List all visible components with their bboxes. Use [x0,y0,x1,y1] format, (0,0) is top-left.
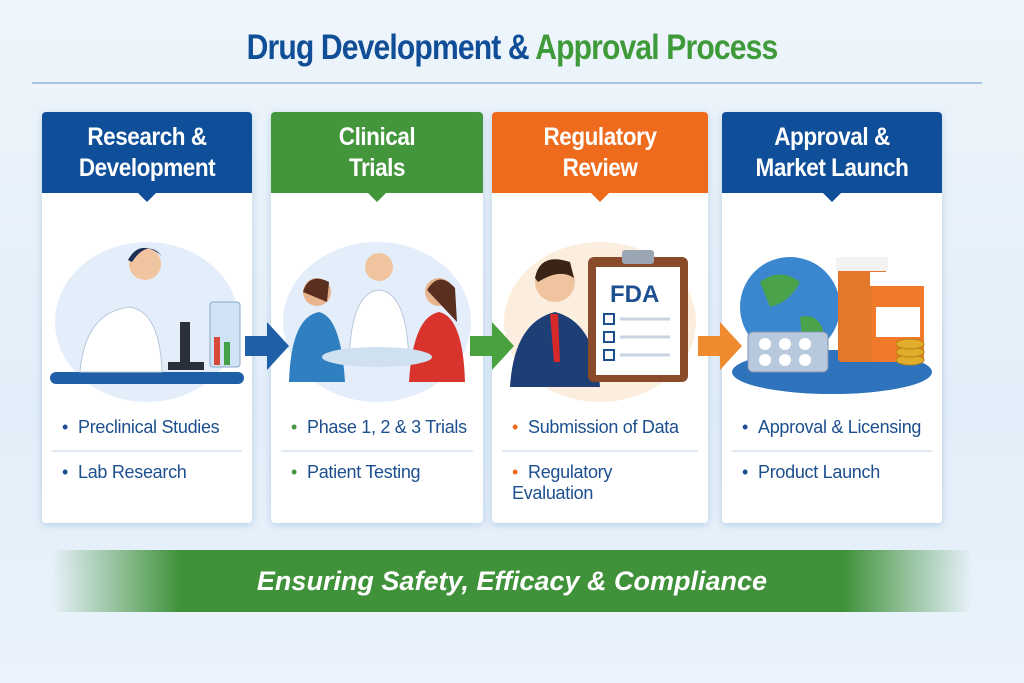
stage-title-line1: Regulatory [543,123,657,151]
title-part-2: Approval Process [535,28,778,67]
stage-card-research: Research & Development • Preclinical Studi… [42,112,252,523]
fda-review-illustration: FDA [504,242,696,402]
bullet-item: • Phase 1, 2 & 3 Trials [291,417,471,438]
bullet-text: Patient Testing [307,462,421,482]
stage-title-line2: Development [78,154,216,182]
bullet-text: Submission of Data [528,417,679,437]
scientist-microscope-illustration [50,242,244,402]
bullet-dot: • [512,462,519,482]
bullet-dot: • [62,462,69,482]
bullet-item: • Submission of Data [512,417,696,438]
stage-title-line1: Approval & [774,123,890,151]
bullet-item: •Regulatory Evaluation [512,462,696,504]
arrow-right-icon [245,322,289,370]
bullet-item: • Preclinical Studies [62,417,240,438]
title-divider [32,82,982,84]
stage-title-line2: Market Launch [755,154,909,182]
bullet-divider [732,450,932,452]
stage-card-approval: Approval & Market Launch • Approval & Lice… [722,112,942,523]
globe-medicine-illustration [732,257,932,394]
bullet-divider [281,450,473,452]
bullet-text: Approval & Licensing [758,417,922,437]
stage-title-line2: Trials [348,154,406,182]
fda-label: FDA [610,281,659,308]
bullet-dot: • [291,417,298,437]
stage-title-line2: Review [562,154,638,182]
doctor-patients-illustration [283,242,471,402]
bullet-text: Lab Research [78,462,187,482]
bullet-dot: • [512,417,519,437]
bullet-dot: • [62,417,69,437]
bullet-dot: • [742,417,749,437]
bullet-dot: • [742,462,749,482]
bullet-item: • Product Launch [742,462,930,483]
stage-title-line1: Research & [87,123,207,151]
bullet-divider [502,450,698,452]
arrow-right-icon [470,322,514,370]
title-part-1: Drug Development & [246,28,530,67]
bullet-text: Product Launch [758,462,880,482]
bullet-dot: • [291,462,298,482]
bullet-item: • Lab Research [62,462,240,483]
tagline-banner: Ensuring Safety, Efficacy & Compliance [52,550,972,612]
page-title: Drug Development & Approval Process [72,28,953,68]
bullet-item: • Patient Testing [291,462,471,483]
bullet-item: • Approval & Licensing [742,417,930,438]
bullet-divider [52,450,242,452]
arrow-right-icon [698,322,742,370]
bullet-text: Regulatory Evaluation [512,462,613,503]
stage-title-line1: Clinical [338,123,416,151]
bullet-text: Preclinical Studies [78,417,220,437]
stage-header: Research & Development [42,112,252,202]
stage-header: Approval & Market Launch [722,112,942,202]
bullet-text: Phase 1, 2 & 3 Trials [307,417,467,437]
